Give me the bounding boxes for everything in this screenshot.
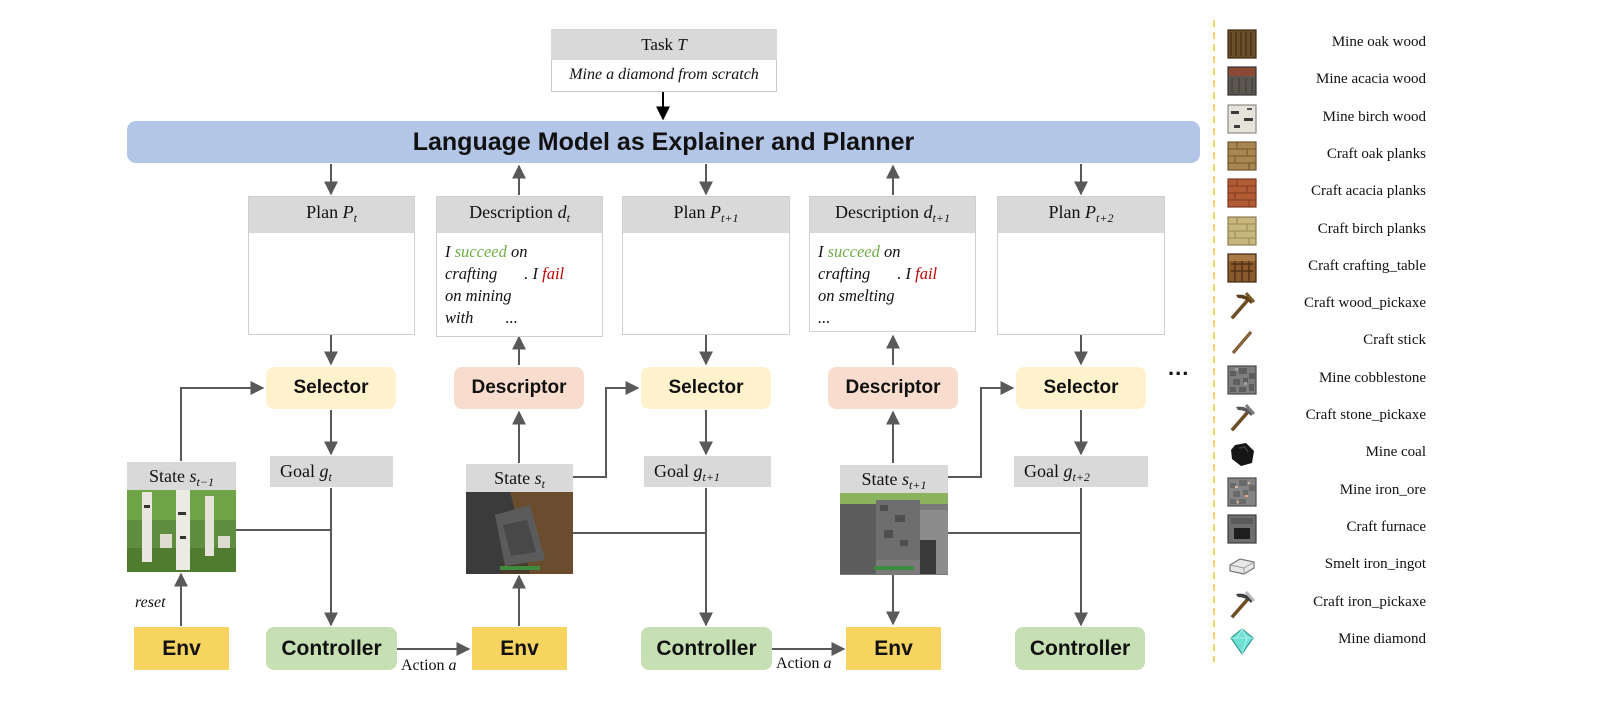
birch-log-icon [1227,103,1257,134]
crafting-table-icon [1227,253,1257,283]
env-box-3: Env [846,627,941,670]
plan-card-title: Plan Pt+1 [623,197,789,233]
legend-item-label: Mine birch wood [1322,108,1426,125]
legend-item-label: Mine acacia wood [1316,71,1426,88]
oak-log-icon [1227,29,1257,59]
cobblestone-icon [1227,365,1257,395]
legend-item: Craft wood_pickaxe [1226,289,1426,321]
plan-card-title: Plan Pt+2 [998,197,1164,233]
task-title: Task [641,35,674,54]
wood-pickaxe-icon [1231,291,1256,319]
legend-item: Mine coal [1226,438,1426,470]
legend-item-label: Mine coal [1365,444,1426,461]
state-frame-t-plus-1 [840,492,948,575]
state-label-t-minus-1: State st−1 [127,462,236,490]
diamond-icon [1230,628,1254,655]
legend-item-label: Craft iron_pickaxe [1313,593,1426,610]
goal-label-t-plus-1: Goal gt+1 [644,456,771,487]
legend-item: Mine acacia wood [1226,65,1426,97]
legend-item: Craft oak planks [1226,140,1426,172]
legend-item: Craft birch planks [1226,215,1426,247]
legend-item-label: Craft stone_pickaxe [1305,407,1426,423]
state-frame-t [466,491,573,574]
stick-icon [1231,330,1253,355]
legend-item-label: Mine iron_ore [1339,481,1426,498]
stone-pickaxe-icon [1231,403,1256,431]
description-card-t-plus-1: Description dt+1 I succeed on crafting. … [809,196,976,332]
coal-icon [1230,442,1255,468]
descriptor-box-1: Descriptor [454,367,584,409]
legend-item: Mine birch wood [1226,103,1426,135]
legend-item: Craft furnace [1226,513,1426,545]
legend-item-label: Craft wood_pickaxe [1303,295,1426,312]
legend-item-label: Craft stick [1363,332,1426,349]
legend-item-label: Mine cobblestone [1318,369,1426,386]
plan-card-t-plus-2: Plan Pt+2 [997,196,1165,335]
goal-label-t-plus-2: Goal gt+2 [1014,456,1148,487]
birch-planks-icon [1227,215,1257,246]
env-box-1: Env [134,627,229,670]
selector-box-2: Selector [641,367,771,409]
controller-box-3: Controller [1015,627,1145,670]
task-description: Mine a diamond from scratch [551,60,777,92]
legend-item-label: Craft crafting_table [1308,257,1426,274]
controller-box-1: Controller [266,627,397,670]
state-label-t: State st [466,464,573,492]
legend-item-label: Smelt iron_ingot [1324,556,1426,573]
acacia-log-icon [1227,66,1257,97]
legend-item-label: Craft birch planks [1317,220,1426,237]
legend-item: Smelt iron_ingot [1226,550,1426,582]
legend-item: Mine oak wood [1226,28,1426,60]
plan-card-t: Plan Pt [248,196,415,335]
description-text: I succeed on crafting. I fail on mining … [445,242,565,327]
furnace-icon [1227,514,1257,544]
connections [174,92,1088,656]
plan-card-title: Plan Pt [249,197,414,233]
acacia-planks-icon [1227,178,1257,208]
legend-item: Craft stone_pickaxe [1226,401,1426,433]
reset-label: reset [135,594,166,611]
description-card-title: Description dt [437,197,602,233]
legend-item: Mine iron_ore [1226,476,1426,508]
controller-box-2: Controller [641,627,772,670]
iron-ore-icon [1227,476,1257,507]
plan-card-t-plus-1: Plan Pt+1 [622,196,790,335]
legend-item: Craft acacia planks [1226,177,1426,209]
legend-item: Mine diamond [1226,625,1426,657]
goal-label-t: Goal gt [270,456,393,487]
state-label-t-plus-1: State st+1 [840,465,948,493]
legend-item: Craft stick [1226,326,1426,358]
task-var: T [677,35,687,54]
selector-box-3: Selector [1016,367,1146,409]
description-card-t: Description dt I succeed on crafting. I … [436,196,603,337]
legend-item-label: Mine oak wood [1331,34,1426,50]
legend-item-label: Craft furnace [1346,518,1426,535]
language-model-bar: Language Model as Explainer and Planner [127,121,1200,163]
task-header: Task T [551,29,777,60]
descriptor-box-2: Descriptor [828,367,958,409]
legend-item-label: Craft oak planks [1326,145,1426,162]
env-box-2: Env [472,627,567,670]
legend-item: Craft crafting_table [1226,252,1426,284]
action-label-1: Action a [401,657,457,674]
oak-planks-icon [1227,141,1257,171]
action-label-2: Action a [776,655,832,672]
description-card-title: Description dt+1 [810,197,975,233]
description-text: I succeed on crafting. I fail on smeltin… [818,242,938,327]
state-frame-t-minus-1 [127,490,236,572]
iron-pickaxe-icon [1231,589,1256,618]
legend-item: Mine cobblestone [1226,364,1426,396]
legend-item-label: Craft acacia planks [1311,183,1426,200]
legend-item: Craft iron_pickaxe [1226,588,1426,620]
continuation-ellipsis: ... [1168,355,1190,380]
selector-box-1: Selector [266,367,396,409]
iron-ingot-icon [1229,558,1255,575]
legend-item-label: Mine diamond [1338,630,1426,647]
